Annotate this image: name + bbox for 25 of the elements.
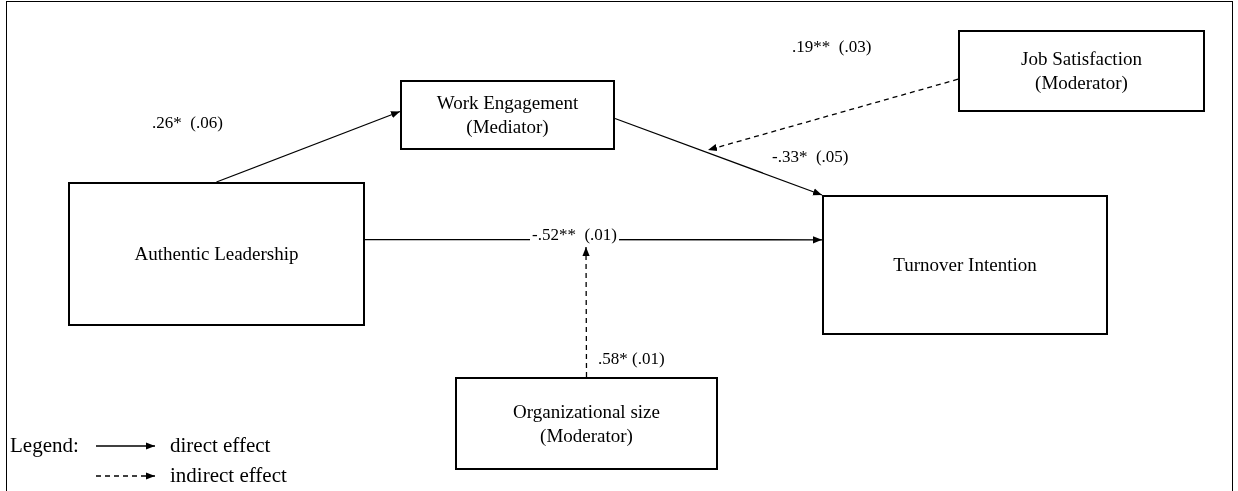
arrow	[707, 78, 959, 151]
edge-label: -.52** (.01)	[530, 226, 619, 243]
node-label: Work Engagement	[436, 91, 579, 115]
node-label: Authentic Leadership	[134, 242, 299, 266]
node-label: (Moderator)	[1035, 71, 1128, 95]
edge-label: -.33* (.05)	[770, 148, 851, 165]
edge-label: .58* (.01)	[596, 350, 667, 367]
arrow	[614, 117, 823, 196]
legend-text: indirect effect	[170, 465, 287, 486]
legend-text: direct effect	[170, 435, 271, 456]
variable-box	[400, 80, 615, 150]
edge-label: .26* (.06)	[150, 114, 225, 131]
node-label: Organizational size	[513, 399, 660, 424]
arrow	[582, 246, 590, 378]
node-label: (Mediator)	[466, 115, 549, 139]
variable-box	[958, 30, 1205, 112]
variable-box	[455, 377, 718, 470]
legend-title: Legend:	[10, 435, 79, 456]
variable-box	[822, 195, 1108, 335]
variable-box	[68, 182, 365, 326]
node-label: Turnover Intention	[893, 253, 1037, 277]
arrow	[215, 110, 401, 183]
node-label: Job Satisfaction	[1021, 47, 1142, 71]
edge-label: .19** (.03)	[790, 38, 874, 55]
node-label: (Moderator)	[540, 423, 633, 448]
